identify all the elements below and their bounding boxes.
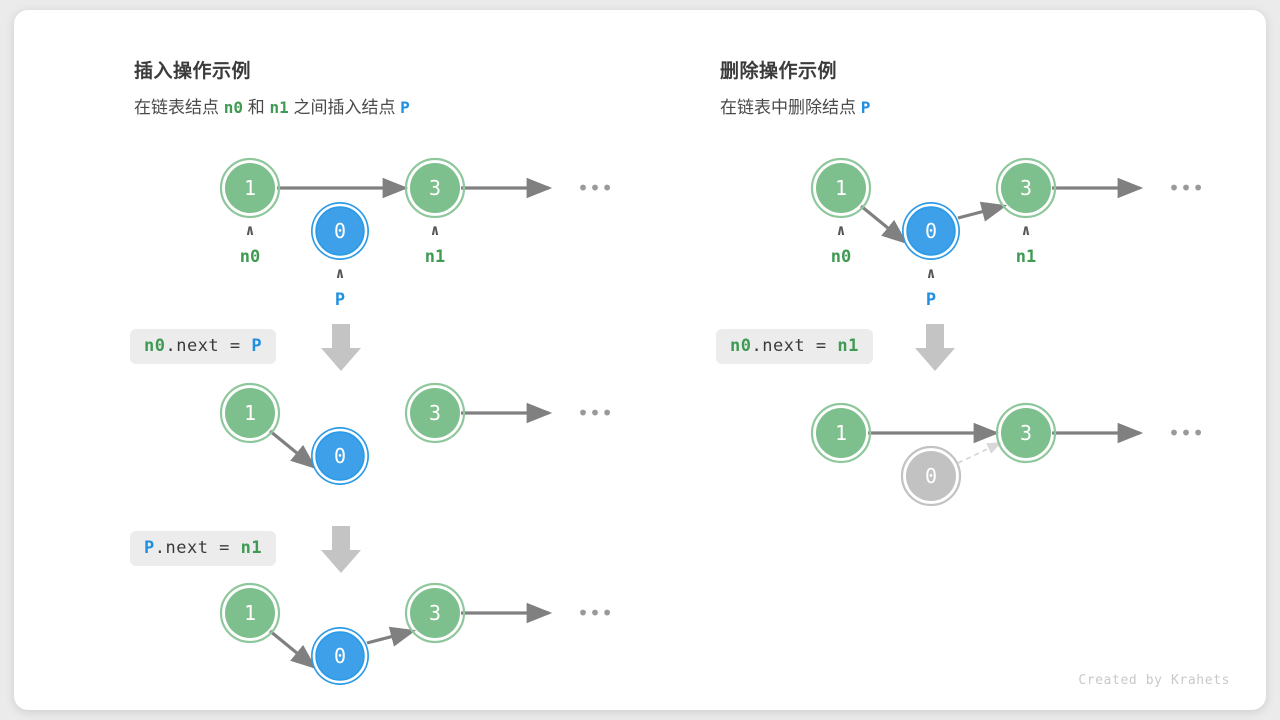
node-p: 0 <box>311 427 369 485</box>
node-value: 0 <box>925 464 937 488</box>
node-value: 3 <box>1020 176 1032 200</box>
node-value: 3 <box>429 176 441 200</box>
code-token: .next = <box>751 336 838 356</box>
insert-row-initial: 1 ∧ n0 0 ∧ P 3 ∧ n1 ••• <box>219 157 613 310</box>
node-n1: 3 <box>404 382 466 444</box>
pointer-caret-n1: ∧ <box>1021 221 1030 239</box>
ellipsis: ••• <box>577 176 613 200</box>
delete-panel-title: 删除操作示例 <box>720 61 838 82</box>
ellipsis: ••• <box>577 601 613 625</box>
insert-step1-code: n0.next = P <box>130 329 277 364</box>
code-token: P <box>251 336 263 356</box>
node-n0: 1 <box>810 402 872 464</box>
subtitle-token: P <box>860 98 871 117</box>
edge-p-to-n1 <box>366 626 417 647</box>
delete-row-after: 1 0 3 ••• <box>810 402 1204 507</box>
node-n1: 3 <box>995 157 1057 219</box>
pointer-label-n0: n0 <box>240 247 260 267</box>
pointer-label-n1: n1 <box>1016 247 1036 267</box>
code-token: n1 <box>837 336 859 356</box>
subtitle-token: n1 <box>269 98 289 117</box>
insert-step1-down-arrow-icon <box>321 324 361 371</box>
node-n1: 3 <box>995 402 1057 464</box>
pointer-caret-n1: ∧ <box>430 221 439 239</box>
insert-panel-title: 插入操作示例 <box>134 61 252 82</box>
edge-p-to-n1 <box>957 201 1008 222</box>
node-n0: 1 <box>219 582 281 644</box>
delete-step1-code: n0.next = n1 <box>716 329 873 364</box>
node-value: 1 <box>244 601 256 625</box>
delete-panel-subtitle: 在链表中删除结点 P <box>720 93 870 118</box>
node-value: 0 <box>334 219 346 243</box>
subtitle-token: 和 <box>243 98 270 117</box>
subtitle-token: n0 <box>223 98 243 117</box>
node-value: 1 <box>244 401 256 425</box>
edge-n0-to-p <box>268 429 317 470</box>
node-value: 3 <box>1020 421 1032 445</box>
subtitle-token: 在链表结点 <box>134 98 224 117</box>
insert-row-step1: 1 0 3 ••• <box>219 382 613 485</box>
edge-deleted-p-to-n1-dashed <box>957 442 1002 464</box>
delete-panel: 删除操作示例 在链表中删除结点 P n0.next = n1 1 ∧ n0 <box>602 10 1266 710</box>
node-value: 3 <box>429 401 441 425</box>
credit-label: Created by Krahets <box>1078 673 1230 688</box>
delete-row-initial: 1 ∧ n0 0 ∧ P 3 ∧ n1 ••• <box>810 157 1204 310</box>
node-value: 3 <box>429 601 441 625</box>
subtitle-token: 之间插入结点 <box>288 98 401 117</box>
code-token: .next = <box>165 336 252 356</box>
insert-row-step2: 1 0 3 ••• <box>219 582 613 685</box>
node-deleted-p: 0 <box>900 445 962 507</box>
code-token: n0 <box>730 336 752 356</box>
node-n0: 1 <box>810 157 872 219</box>
pointer-caret-n0: ∧ <box>245 221 254 239</box>
code-token: .next = <box>154 538 241 558</box>
pointer-label-p: P <box>335 290 345 310</box>
insert-panel-subtitle: 在链表结点 n0 和 n1 之间插入结点 P <box>134 93 410 118</box>
node-p: 0 <box>902 202 960 260</box>
ellipsis: ••• <box>1168 176 1204 200</box>
pointer-caret-p: ∧ <box>335 264 344 282</box>
pointer-caret-n0: ∧ <box>836 221 845 239</box>
delete-step1-down-arrow-icon <box>915 324 955 371</box>
ellipsis: ••• <box>1168 421 1204 445</box>
code-token: n0 <box>144 336 166 356</box>
node-value: 1 <box>244 176 256 200</box>
pointer-label-n0: n0 <box>831 247 851 267</box>
node-value: 1 <box>835 421 847 445</box>
diagram-card: 插入操作示例 在链表结点 n0 和 n1 之间插入结点 P n0.next = … <box>14 10 1266 710</box>
edge-n0-to-p <box>268 629 317 670</box>
node-p: 0 <box>311 627 369 685</box>
node-value: 0 <box>925 219 937 243</box>
node-p: 0 <box>311 202 369 260</box>
code-token: n1 <box>240 538 263 558</box>
edge-n0-to-p <box>859 204 908 245</box>
ellipsis: ••• <box>577 401 613 425</box>
insert-step2-down-arrow-icon <box>321 526 361 573</box>
pointer-caret-p: ∧ <box>926 264 935 282</box>
node-value: 1 <box>835 176 847 200</box>
code-token: P <box>144 538 155 558</box>
insert-panel: 插入操作示例 在链表结点 n0 和 n1 之间插入结点 P n0.next = … <box>14 10 640 710</box>
subtitle-token: 在链表中删除结点 <box>720 98 861 117</box>
node-n1: 3 <box>404 157 466 219</box>
pointer-label-p: P <box>926 290 936 310</box>
node-n0: 1 <box>219 382 281 444</box>
node-n0: 1 <box>219 157 281 219</box>
pointer-label-n1: n1 <box>425 247 445 267</box>
insert-step2-code: P.next = n1 <box>130 531 277 566</box>
subtitle-token: P <box>400 98 410 117</box>
node-value: 0 <box>334 644 346 668</box>
node-n1: 3 <box>404 582 466 644</box>
node-value: 0 <box>334 444 346 468</box>
